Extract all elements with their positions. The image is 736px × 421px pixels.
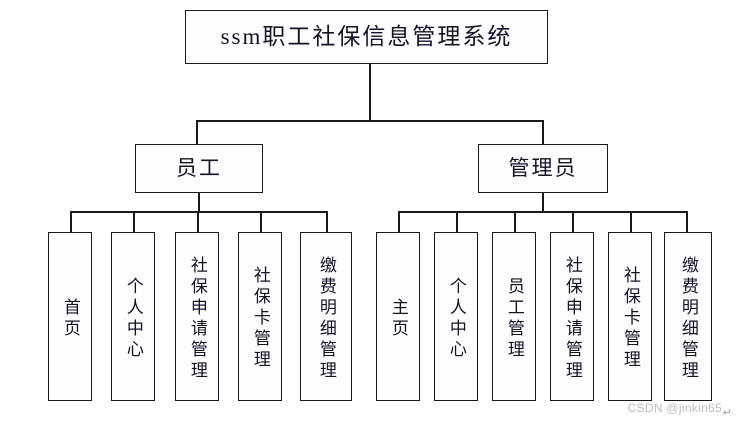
connector-drop-admin <box>542 120 544 145</box>
connector-employee-leaf-1 <box>70 211 72 232</box>
node-leaf-label: 员工管理 <box>504 276 524 361</box>
node-leaf-label: 社保申请管理 <box>562 255 582 382</box>
connector-admin-leaf-3 <box>514 211 516 232</box>
node-root-label: ssm职工社保信息管理系统 <box>220 23 513 49</box>
node-leaf-employee-insurance-card-mgmt: 社保卡管理 <box>238 232 282 401</box>
node-leaf-employee-personal-center: 个人中心 <box>111 232 155 401</box>
node-leaf-admin-payment-detail-mgmt: 缴费明细管理 <box>664 232 712 401</box>
connector-admin-leaf-1 <box>398 211 400 232</box>
node-leaf-admin-insurance-application-mgmt: 社保申请管理 <box>550 232 594 401</box>
connector-admin-leaf-4 <box>572 211 574 232</box>
node-leaf-employee-insurance-application-mgmt: 社保申请管理 <box>175 232 219 401</box>
connector-employee-drop <box>198 193 200 212</box>
node-leaf-employee-home: 首页 <box>48 232 92 401</box>
node-leaf-label: 个人中心 <box>123 276 143 361</box>
connector-employee-bus <box>70 211 328 213</box>
connector-admin-leaf-2 <box>456 211 458 232</box>
connector-drop-employee <box>196 120 198 145</box>
node-root-system-title: ssm职工社保信息管理系统 <box>185 10 548 64</box>
node-leaf-label: 主页 <box>388 297 408 340</box>
connector-root-drop <box>369 64 371 121</box>
node-leaf-label: 个人中心 <box>446 276 466 361</box>
connector-admin-leaf-6 <box>686 211 688 232</box>
node-leaf-admin-insurance-card-mgmt: 社保卡管理 <box>608 232 652 401</box>
node-admin-label: 管理员 <box>508 156 578 181</box>
connector-employee-leaf-2 <box>133 211 135 232</box>
connector-admin-bus <box>398 211 687 213</box>
watermark-text: CSDN @jinkin65 <box>627 401 722 415</box>
node-leaf-label: 缴费明细管理 <box>678 255 698 382</box>
paragraph-mark-icon: ↵ <box>722 407 732 419</box>
connector-employee-leaf-5 <box>326 211 328 232</box>
node-leaf-admin-employee-mgmt: 员工管理 <box>492 232 536 401</box>
connector-admin-drop <box>542 193 544 212</box>
node-leaf-admin-personal-center: 个人中心 <box>434 232 478 401</box>
node-leaf-employee-payment-detail-mgmt: 缴费明细管理 <box>300 232 352 401</box>
node-leaf-label: 缴费明细管理 <box>316 255 336 382</box>
node-leaf-admin-home: 主页 <box>376 232 420 401</box>
node-employee: 员工 <box>135 144 263 193</box>
connector-employee-leaf-4 <box>260 211 262 232</box>
node-admin: 管理员 <box>478 144 608 193</box>
connector-level2-bus <box>196 120 544 122</box>
node-employee-label: 员工 <box>176 156 222 181</box>
node-leaf-label: 社保卡管理 <box>250 266 270 371</box>
node-leaf-label: 社保卡管理 <box>620 266 640 371</box>
connector-employee-leaf-3 <box>197 211 199 232</box>
connector-admin-leaf-5 <box>630 211 632 232</box>
node-leaf-label: 社保申请管理 <box>187 255 207 382</box>
node-leaf-label: 首页 <box>60 297 80 340</box>
